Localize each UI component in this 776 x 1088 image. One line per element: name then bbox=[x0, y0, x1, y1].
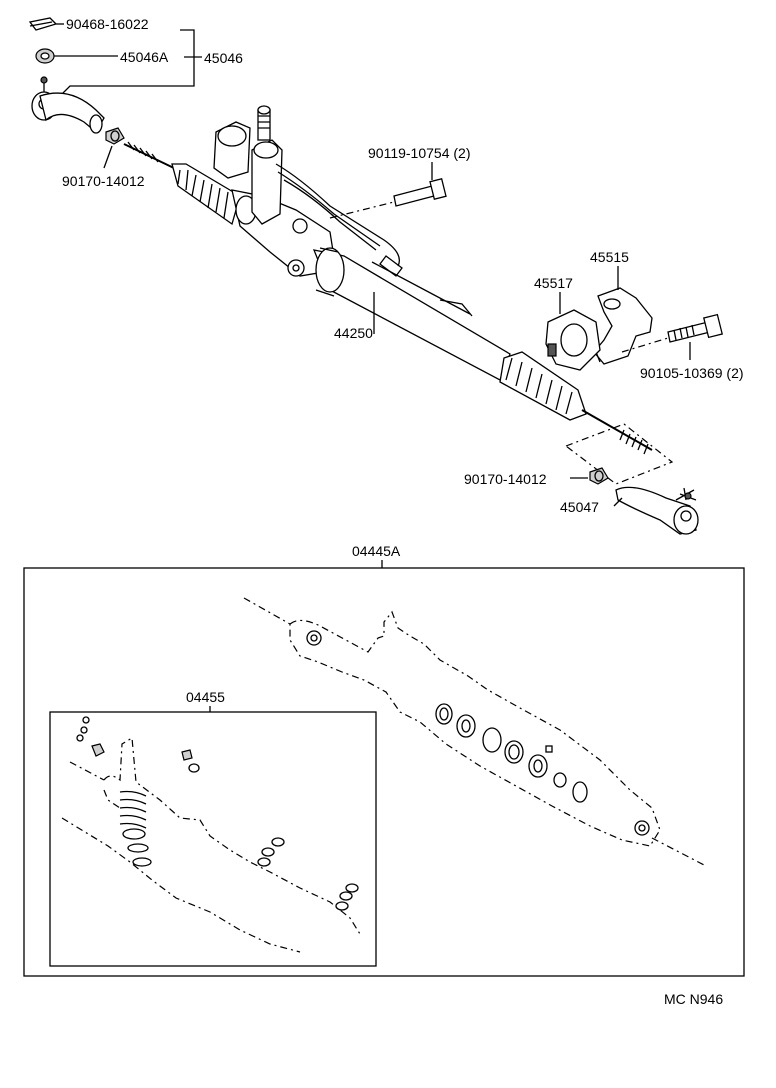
valve-outline-phantom bbox=[61, 736, 361, 953]
diagram-code: MC N946 bbox=[664, 991, 723, 1007]
right-tie-rod-end bbox=[615, 486, 699, 535]
label-04445A[interactable]: 04445A bbox=[352, 543, 401, 559]
right-locknut bbox=[589, 467, 609, 485]
label-44250[interactable]: 44250 bbox=[334, 325, 373, 341]
seal-kit-box-04455 bbox=[49, 711, 377, 967]
rack-outline-phantom bbox=[243, 597, 707, 867]
bracket-45046 bbox=[61, 29, 195, 95]
label-90468-16022[interactable]: 90468-16022 bbox=[66, 16, 149, 32]
label-90170-14012-bottom[interactable]: 90170-14012 bbox=[464, 471, 547, 487]
seal-rings-04445A bbox=[435, 703, 588, 803]
rack-clamp-45515 bbox=[593, 287, 653, 365]
label-45046[interactable]: 45046 bbox=[204, 50, 243, 66]
label-45515[interactable]: 45515 bbox=[590, 249, 629, 265]
gasket-kit-box-04445A bbox=[23, 567, 745, 977]
bolt-90105-10369 bbox=[667, 313, 723, 343]
cotter-pin-part bbox=[28, 17, 58, 31]
label-04455[interactable]: 04455 bbox=[186, 689, 225, 705]
bolt-90119-10754 bbox=[393, 178, 447, 207]
o-rings-04455 bbox=[76, 716, 200, 773]
left-locknut bbox=[105, 127, 125, 145]
castle-nut-part bbox=[35, 48, 55, 64]
label-45046A[interactable]: 45046A bbox=[120, 49, 169, 65]
label-90119-10754[interactable]: 90119-10754 (2) bbox=[368, 145, 470, 161]
rack-grommet-45517 bbox=[545, 309, 601, 371]
label-90105-10369[interactable]: 90105-10369 (2) bbox=[640, 365, 744, 381]
label-45517[interactable]: 45517 bbox=[534, 275, 573, 291]
left-tie-rod-end bbox=[31, 76, 105, 134]
label-90170-14012-top[interactable]: 90170-14012 bbox=[62, 173, 145, 189]
label-45047[interactable]: 45047 bbox=[560, 499, 599, 515]
steering-rack-assembly bbox=[123, 105, 653, 455]
spring-and-seals-04455 bbox=[119, 790, 359, 911]
